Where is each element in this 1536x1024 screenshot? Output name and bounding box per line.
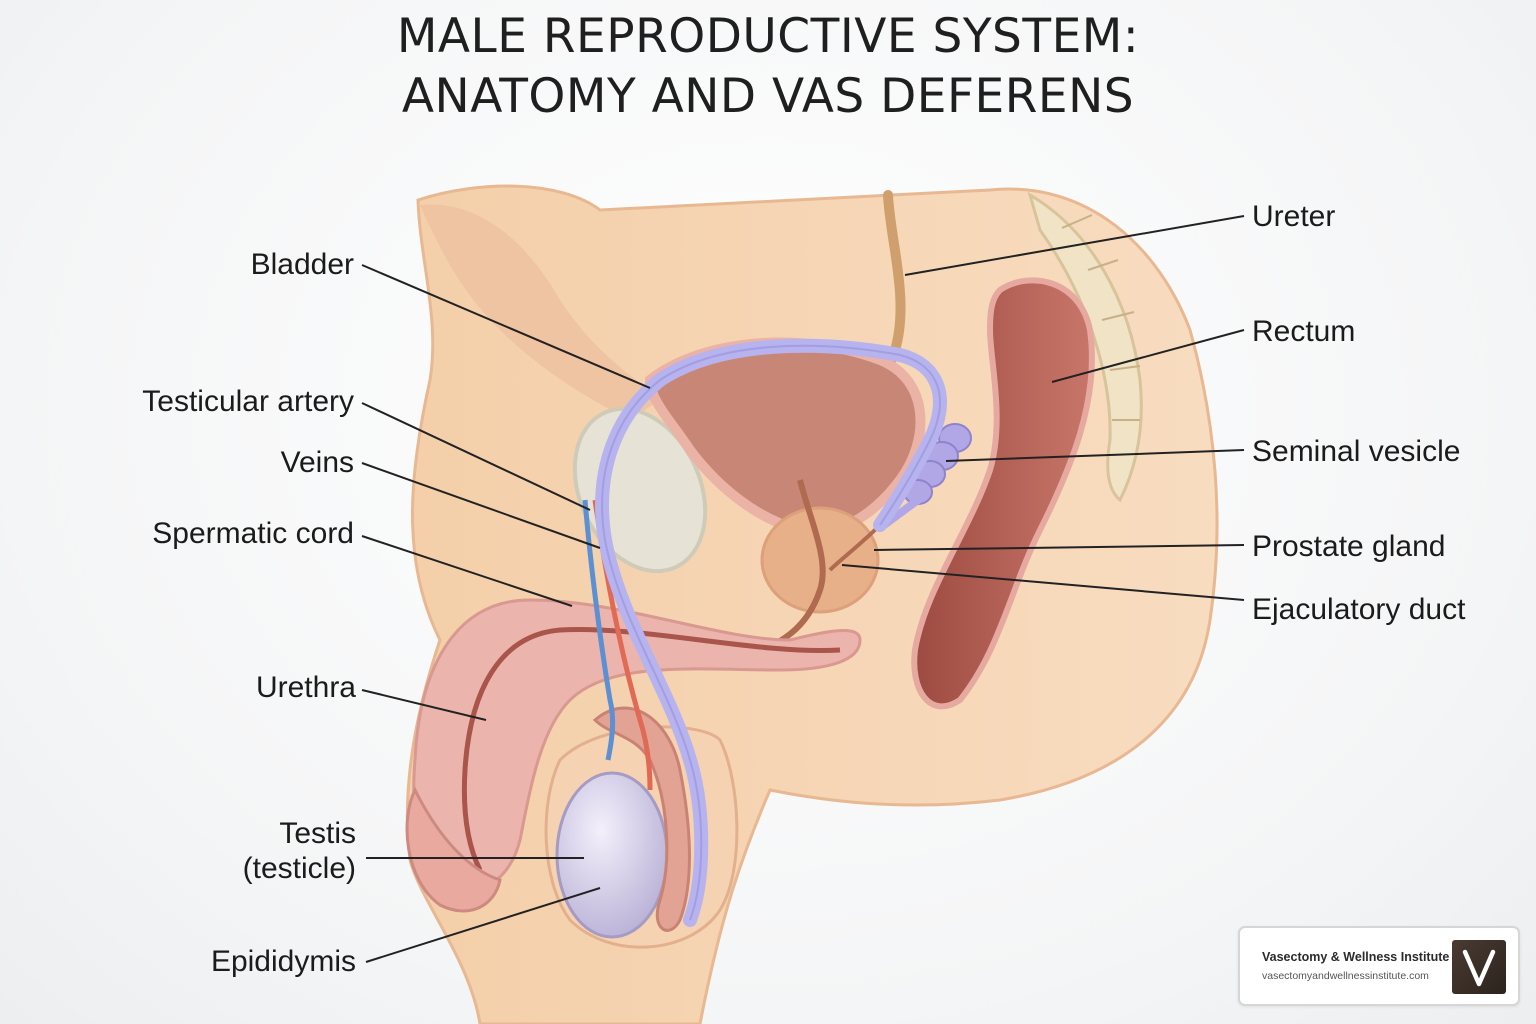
- label-rectum: Rectum: [1252, 315, 1355, 348]
- label-ejaculatory-duct: Ejaculatory duct: [1252, 593, 1466, 626]
- leader-lines: [361, 215, 1245, 963]
- testis-shape: [555, 771, 669, 939]
- title-line-1: MALE REPRODUCTIVE SYSTEM:: [397, 9, 1139, 64]
- label-veins: Veins: [281, 446, 354, 479]
- title-line-2: ANATOMY AND VAS DEFERENS: [402, 69, 1134, 124]
- label-testis-line-2: (testicle): [243, 852, 356, 885]
- label-testis-line-1: Testis: [279, 817, 356, 850]
- penis-shape: [412, 598, 862, 890]
- label-seminal-vesicle: Seminal vesicle: [1252, 435, 1460, 468]
- urethra-shape: [461, 626, 841, 872]
- brand-name: Vasectomy & Wellness Institute: [1262, 950, 1450, 964]
- vertebra-lines: [1061, 214, 1141, 421]
- label-prostate-gland: Prostate gland: [1252, 530, 1445, 563]
- glans: [405, 786, 502, 913]
- label-ureter: Ureter: [1252, 200, 1335, 233]
- label-epididymis: Epididymis: [211, 945, 356, 978]
- ejaculatory-duct-shape: [759, 479, 826, 653]
- brand-logo-icon: [1452, 940, 1506, 994]
- label-urethra: Urethra: [256, 671, 356, 704]
- brand-url: vasectomyandwellnessinstitute.com: [1262, 970, 1429, 982]
- duct-branch: [828, 523, 882, 572]
- rectum-shape: [911, 277, 1095, 710]
- label-bladder: Bladder: [251, 248, 354, 281]
- label-spermatic-cord: Spermatic cord: [152, 517, 354, 550]
- vas-deferens-outline: [601, 344, 941, 921]
- label-testicular-artery: Testicular artery: [142, 385, 354, 418]
- spine: [1027, 191, 1143, 503]
- brand-card: Vasectomy & Wellness Institute vasectomy…: [1238, 926, 1520, 1006]
